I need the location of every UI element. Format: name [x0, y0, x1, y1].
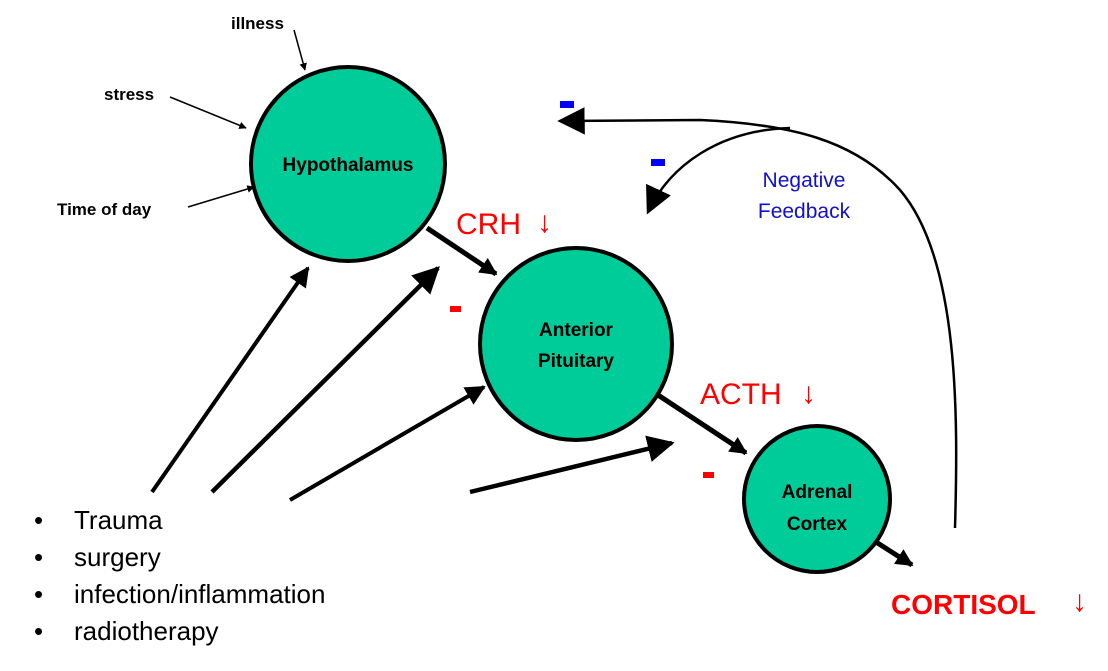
stressor-arrow-hypothalamus	[150, 266, 310, 494]
adrenal-cortex-node: Adrenal Cortex	[742, 424, 892, 574]
adrenal-inhibition-minus	[703, 472, 714, 478]
negative-feedback-label-line1: Negative	[763, 169, 846, 192]
stressor-item: • surgery	[34, 539, 325, 576]
stress-arrow	[169, 96, 247, 129]
illness-label: illness	[231, 14, 284, 33]
time-of-day-arrow	[187, 185, 255, 208]
stressor-arrow-pituitary-top	[210, 266, 440, 494]
cortisol-label: CORTISOL	[891, 589, 1036, 620]
feedback-minus-hypothalamus	[560, 101, 574, 108]
pituitary-label-line1: Anterior	[539, 320, 614, 341]
adrenal-label-line1: Adrenal	[782, 482, 853, 503]
acth-down-arrow-icon: ↓	[801, 377, 816, 410]
stressor-label: surgery	[74, 542, 161, 572]
stressor-item: • infection/inflammation	[34, 576, 325, 613]
time-of-day-label: Time of day	[57, 200, 152, 219]
stressor-label: radiotherapy	[74, 616, 219, 646]
stressor-label: infection/inflammation	[74, 579, 326, 609]
stressor-list: • Trauma • surgery • infection/inflammation…	[34, 502, 325, 650]
stressor-item: • radiotherapy	[34, 613, 325, 650]
bullet-icon: •	[34, 616, 44, 646]
crh-label: CRH	[456, 208, 521, 241]
feedback-line-to-hypothalamus	[557, 107, 958, 529]
crh-down-arrow-icon: ↓	[537, 206, 552, 239]
stressor-label: Trauma	[74, 505, 163, 535]
stressor-arrow-pituitary-bottom	[288, 385, 486, 502]
adrenal-label-line2: Cortex	[787, 514, 848, 535]
illness-arrow	[293, 29, 307, 71]
negative-feedback-label-line2: Feedback	[758, 200, 851, 223]
pituitary-inhibition-minus	[450, 306, 461, 312]
adrenal-to-cortisol-arrow	[874, 539, 914, 568]
hypothalamus-label: Hypothalamus	[283, 155, 414, 176]
hypothalamus-node: Hypothalamus	[249, 65, 447, 263]
pituitary-to-adrenal-arrow	[656, 392, 748, 456]
feedback-minus-pituitary	[651, 159, 665, 166]
bullet-icon: •	[34, 579, 44, 609]
bullet-icon: •	[34, 505, 44, 535]
acth-label: ACTH	[700, 378, 782, 411]
stressor-item: • Trauma	[34, 502, 325, 539]
anterior-pituitary-node: Anterior Pituitary	[478, 246, 674, 442]
cortisol-down-arrow-icon: ↓	[1072, 585, 1087, 618]
stressor-arrow-adrenal	[469, 435, 675, 495]
hypothalamus-to-pituitary-arrow	[425, 225, 498, 277]
pituitary-label-line2: Pituitary	[538, 351, 614, 372]
stress-label: stress	[104, 85, 154, 104]
feedback-line-to-pituitary	[646, 126, 791, 215]
bullet-icon: •	[34, 542, 44, 572]
